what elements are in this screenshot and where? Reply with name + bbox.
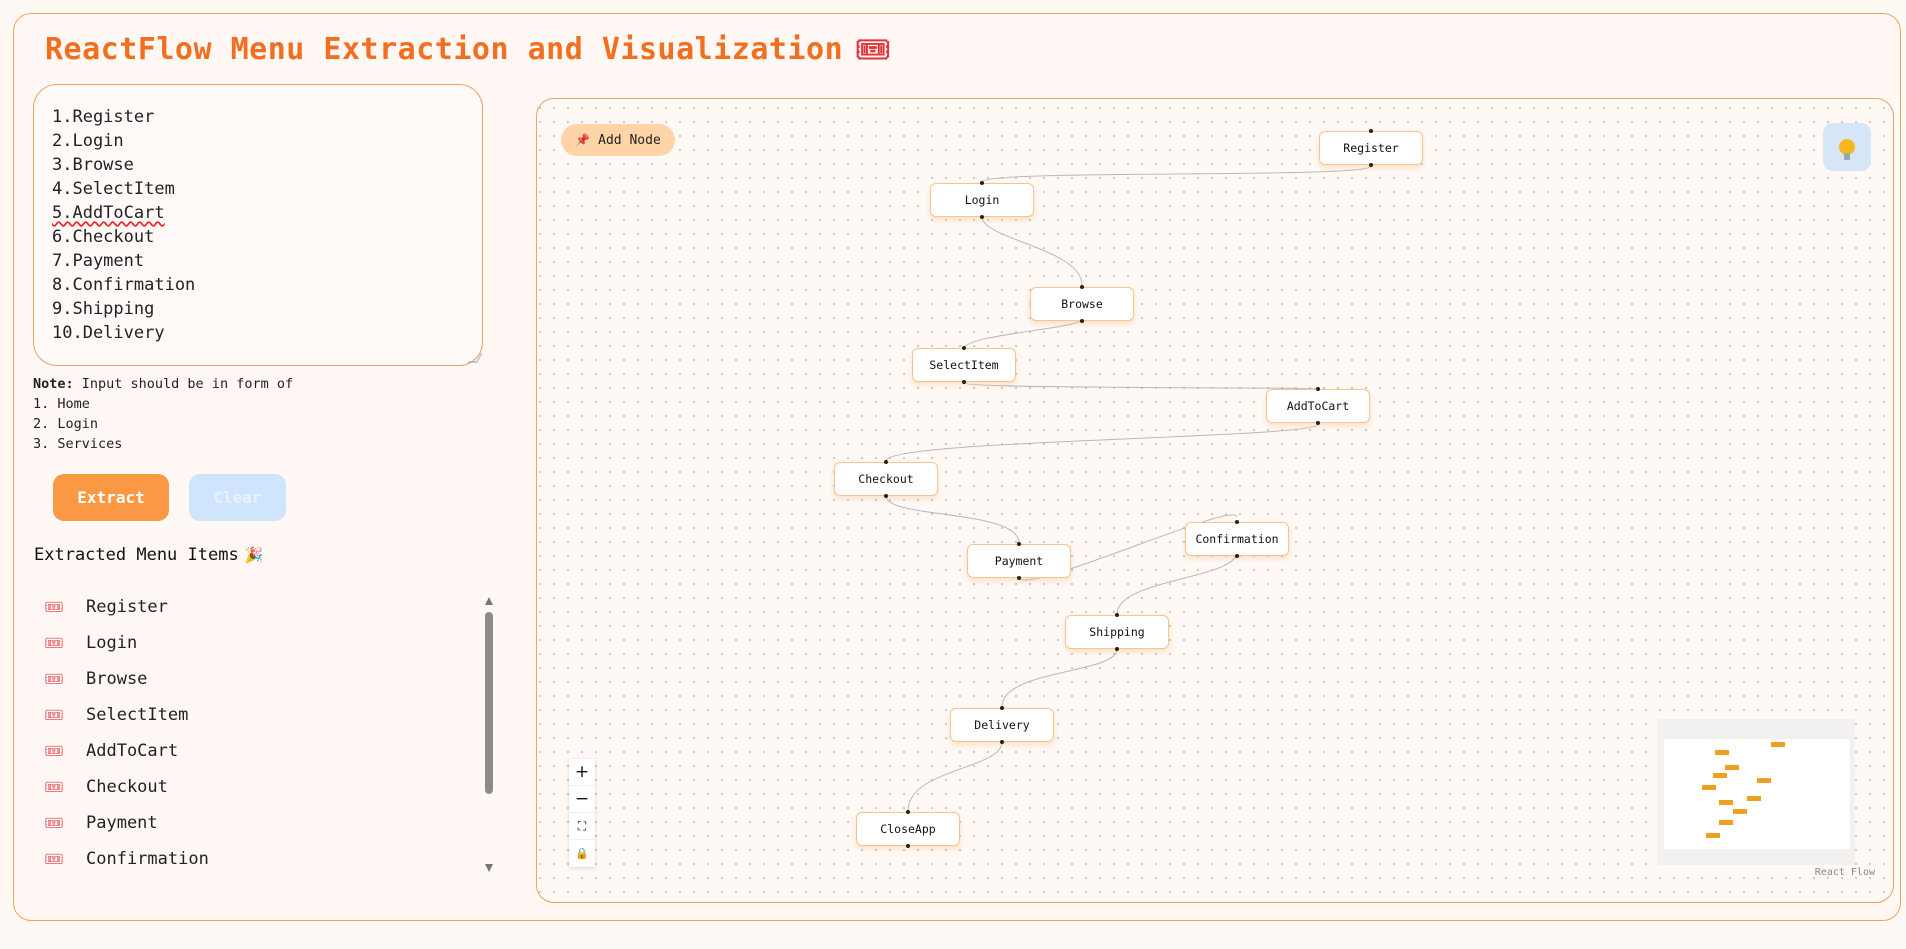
ticket-icon: 🎟 [44, 850, 64, 868]
input-line: 2.Login [52, 131, 124, 151]
note-example: 1. Home [33, 396, 90, 412]
scroll-thumb[interactable] [485, 612, 493, 794]
input-line: 1.Register [52, 107, 155, 127]
flow-node[interactable]: Delivery [950, 706, 1054, 744]
ticket-icon: 🎟 [44, 742, 64, 760]
flow-node[interactable]: Browse [1030, 285, 1134, 323]
flow-node[interactable]: AddToCart [1266, 387, 1370, 425]
input-line: 6.Checkout [52, 227, 155, 247]
lock-button[interactable]: 🔒 [569, 840, 595, 867]
party-popper-icon: 🎉 [244, 546, 264, 564]
list-scrollbar[interactable] [483, 597, 495, 872]
flow-node[interactable]: CloseApp [856, 810, 960, 848]
minimap-viewport [1664, 739, 1850, 849]
extract-button[interactable]: Extract [53, 474, 169, 521]
lightbulb-button[interactable] [1823, 123, 1871, 171]
scroll-down-arrow[interactable] [485, 864, 493, 872]
flow-node[interactable]: Register [1319, 129, 1423, 167]
ticket-icon: 🎟 [44, 634, 64, 652]
flow-node[interactable]: Login [930, 181, 1034, 219]
zoom-in-button[interactable]: + [569, 759, 595, 786]
zoom-out-button[interactable]: − [569, 786, 595, 813]
page-title: ReactFlow Menu Extraction and Visualizat… [45, 32, 892, 67]
input-note: Note: Input should be in form of 1. Home… [33, 376, 294, 452]
minimap-node [1757, 778, 1771, 783]
resize-handle[interactable] [467, 353, 483, 363]
input-line: 10.Delivery [52, 323, 165, 343]
input-line: 8.Confirmation [52, 275, 196, 295]
edge [1116, 551, 1238, 615]
flow-edges [885, 165, 1372, 812]
minimap-node [1715, 750, 1729, 755]
minimap-node [1706, 833, 1720, 838]
list-item: 🎟SelectItem [44, 705, 189, 725]
input-line: 5.AddToCart [52, 203, 165, 223]
clear-button[interactable]: Clear [189, 474, 286, 521]
list-item: 🎟Browse [44, 669, 148, 689]
minimap[interactable] [1657, 719, 1855, 865]
edge [885, 423, 1319, 462]
ticket-icon: 🎟 [44, 706, 64, 724]
minus-icon: − [574, 789, 590, 809]
extracted-heading: Extracted Menu Items🎉 [34, 545, 264, 565]
minimap-node [1702, 785, 1716, 790]
ticket-icon: 🎟 [855, 33, 892, 66]
app-frame: ReactFlow Menu Extraction and Visualizat… [13, 13, 1901, 921]
lightbulb-icon [1839, 139, 1855, 160]
menu-input-textarea[interactable]: 1.Register 2.Login 3.Browse 4.SelectItem… [33, 84, 483, 366]
minimap-node [1747, 796, 1761, 801]
edge [981, 216, 1083, 286]
flow-controls: + − ⛶ 🔒 [569, 759, 595, 867]
flow-node[interactable]: Checkout [834, 460, 938, 498]
extracted-list: 🎟Register 🎟Login 🎟Browse 🎟SelectItem 🎟Ad… [44, 589, 484, 879]
list-item: 🎟Register [44, 597, 168, 617]
list-item: 🎟AddToCart [44, 741, 179, 761]
flow-node[interactable]: Confirmation [1185, 520, 1289, 558]
ticket-icon: 🎟 [44, 598, 64, 616]
note-example: 2. Login [33, 416, 99, 432]
ticket-icon: 🎟 [44, 778, 64, 796]
flow-node[interactable]: Payment [967, 542, 1071, 580]
list-item: 🎟Payment [44, 813, 158, 833]
plus-icon: + [574, 762, 590, 782]
fit-view-button[interactable]: ⛶ [569, 813, 595, 840]
minimap-node [1733, 809, 1747, 814]
edge [963, 318, 1083, 350]
fit-view-icon: ⛶ [577, 818, 587, 833]
minimap-node [1719, 820, 1733, 825]
minimap-node [1713, 773, 1727, 778]
edge [1018, 514, 1238, 581]
flow-canvas[interactable]: 📌Add Node Register Login Browse SelectIt… [536, 98, 1894, 903]
pushpin-icon: 📌 [575, 133, 591, 147]
flow-node[interactable]: SelectItem [912, 346, 1016, 384]
add-node-button[interactable]: 📌Add Node [561, 124, 675, 156]
flow-node[interactable]: Shipping [1065, 613, 1169, 651]
edge [907, 741, 1003, 812]
minimap-node [1771, 742, 1785, 747]
input-line: 7.Payment [52, 251, 145, 271]
react-flow-attribution[interactable]: React Flow [1814, 867, 1875, 878]
input-line: 4.SelectItem [52, 179, 175, 199]
ticket-icon: 🎟 [44, 814, 64, 832]
input-line: 3.Browse [52, 155, 134, 175]
note-example: 3. Services [33, 436, 123, 452]
minimap-node [1719, 800, 1733, 805]
edge [981, 165, 1372, 183]
minimap-node [1725, 765, 1739, 770]
input-line: 9.Shipping [52, 299, 155, 319]
edge [963, 382, 1319, 390]
list-item: 🎟Checkout [44, 777, 168, 797]
ticket-icon: 🎟 [44, 670, 64, 688]
lock-icon: 🔒 [575, 847, 589, 860]
list-item: 🎟Login [44, 633, 138, 653]
edge [885, 495, 1020, 544]
edge [1001, 648, 1118, 708]
list-item: 🎟Confirmation [44, 849, 209, 869]
scroll-up-arrow[interactable] [485, 597, 493, 605]
